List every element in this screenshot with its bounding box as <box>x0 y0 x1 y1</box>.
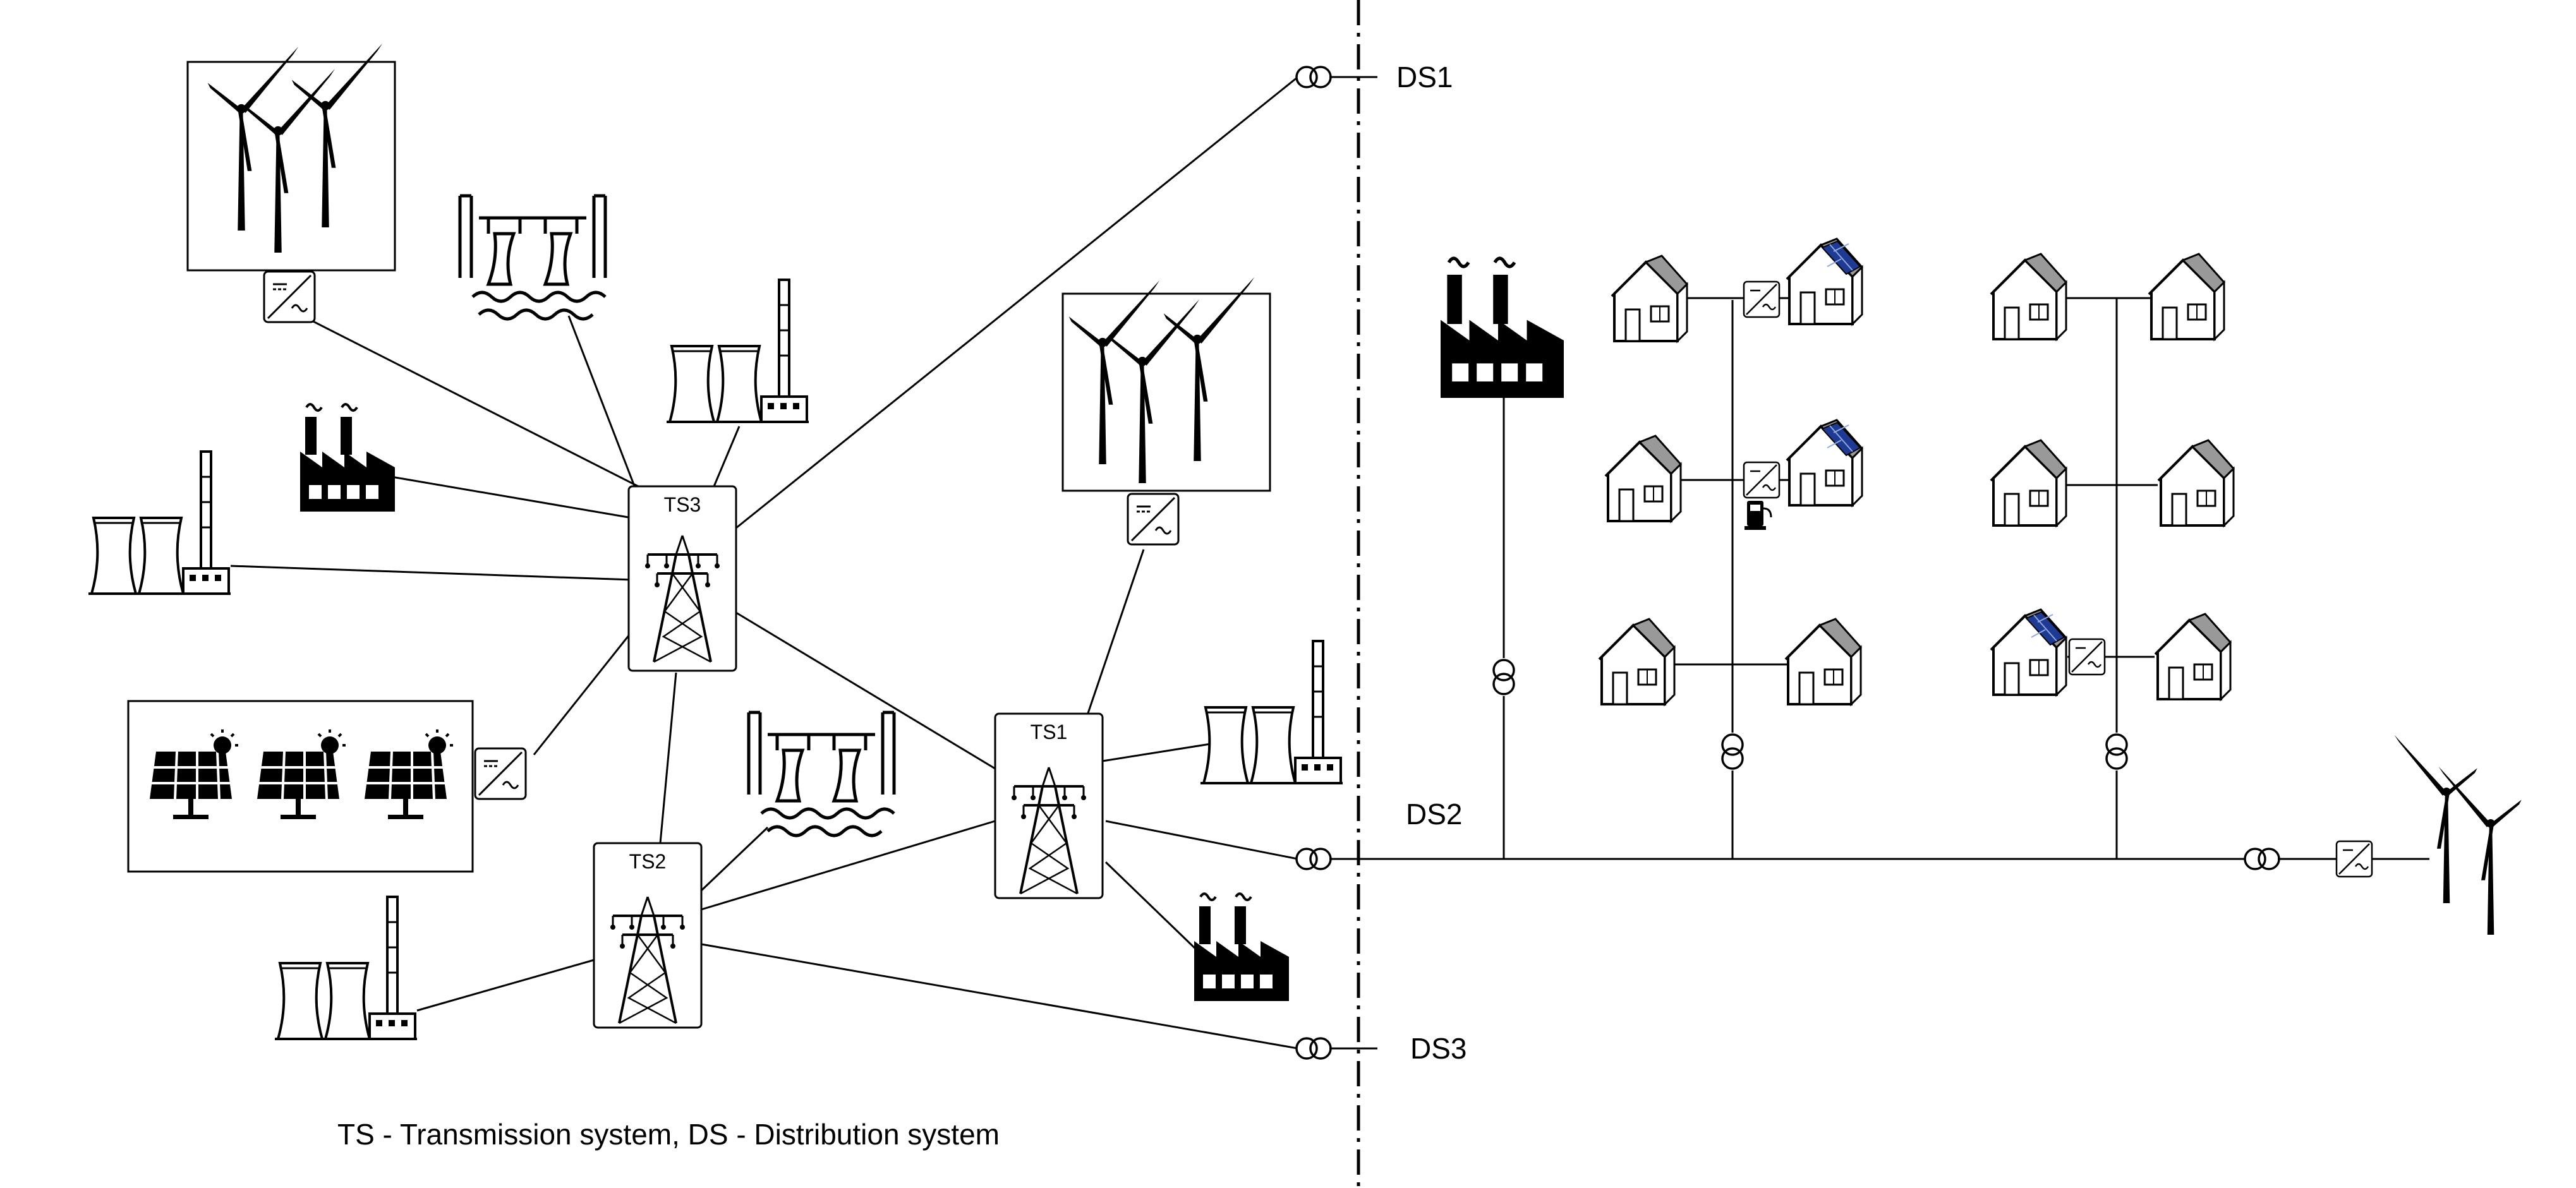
inverter-icon <box>1743 461 1781 499</box>
house-icon <box>1990 253 2067 340</box>
solar-house-icon <box>1787 420 1862 505</box>
transformer-icon <box>1721 733 1744 770</box>
transformer-icon <box>1295 848 1332 870</box>
ts2-node: TS2 <box>593 842 703 1029</box>
solar-farm <box>127 700 474 873</box>
inverter-icon <box>2335 840 2373 878</box>
power-plant-icon <box>1199 640 1344 784</box>
ts3-label: TS3 <box>664 493 701 516</box>
inverter-icon <box>2068 638 2106 676</box>
transformer-icon <box>2105 733 2128 770</box>
inverter-icon <box>1743 280 1781 318</box>
ds3-label: DS3 <box>1410 1032 1466 1065</box>
power-plant-icon <box>274 896 418 1040</box>
inverter-icon <box>474 747 527 800</box>
house-icon <box>1990 439 2067 527</box>
house-icon <box>1611 255 1688 342</box>
factory-icon <box>1193 892 1290 1002</box>
transformer-icon <box>1295 66 1332 88</box>
transformer-icon <box>1295 1037 1332 1060</box>
inverter-icon <box>263 270 316 323</box>
factory-icon <box>1441 258 1564 398</box>
house-icon <box>1604 435 1682 522</box>
ts1-label: TS1 <box>1031 721 1068 743</box>
transformer-icon <box>2244 848 2280 870</box>
solar-house-icon <box>1787 239 1862 324</box>
ds2-label: DS2 <box>1406 798 1462 831</box>
power-plant-icon <box>665 279 810 423</box>
ts1-node: TS1 <box>994 712 1104 899</box>
house-icon <box>1784 618 1862 705</box>
hydro-dam-icon <box>749 712 894 836</box>
ts2-label: TS2 <box>629 850 667 873</box>
hydro-dam-icon <box>460 196 605 319</box>
ts3-node: TS3 <box>627 485 737 672</box>
power-plant-icon <box>87 450 232 595</box>
house-icon <box>2157 439 2235 527</box>
wind-farm-1 <box>186 43 396 272</box>
ds1-label: DS1 <box>1396 61 1453 93</box>
caption: TS - Transmission system, DS - Distribut… <box>337 1118 1000 1151</box>
wind-turbine-icon <box>2394 735 2477 903</box>
distribution-network-lines <box>1329 297 2429 860</box>
connection-lines <box>230 76 1377 1050</box>
house-icon <box>1598 618 1676 705</box>
ev-charger-icon <box>1743 500 1772 531</box>
wind-farm-2 <box>1061 277 1271 492</box>
solar-house-icon <box>1991 609 2066 695</box>
factory-icon <box>299 403 396 513</box>
transformer-icon <box>1492 659 1515 695</box>
house-icon <box>2148 253 2225 340</box>
inverter-icon <box>1127 493 1180 546</box>
house-icon <box>2154 613 2232 700</box>
